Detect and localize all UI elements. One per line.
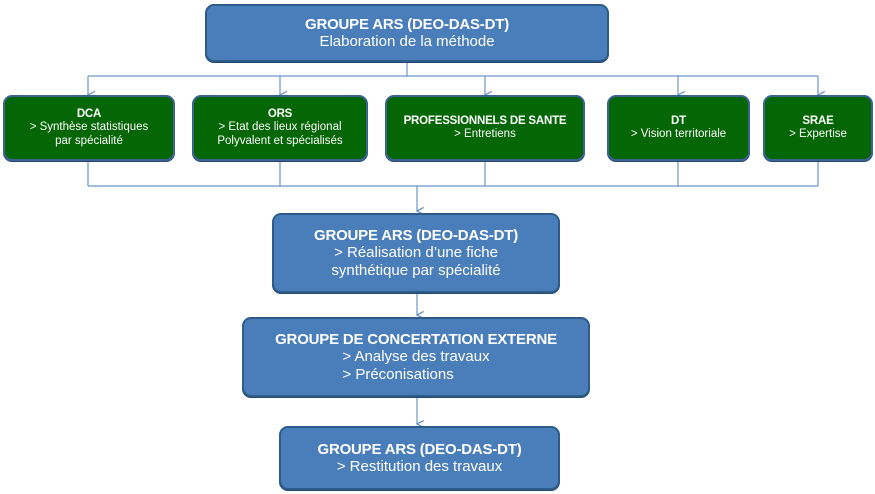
node-line: > Restitution des travaux: [336, 458, 503, 475]
node-line: Elaboration de la méthode: [319, 33, 495, 50]
node-line: > Vision territoriale: [630, 128, 727, 140]
node-line: par spécialité: [55, 134, 123, 147]
node-groupe-ars-fiche[interactable]: GROUPE ARS (DEO-DAS-DT) > Réalisation d’…: [272, 213, 560, 293]
node-groupe-ars-elaboration[interactable]: GROUPE ARS (DEO-DAS-DT) Elaboration de l…: [205, 4, 609, 62]
node-line: > Réalisation d’une fiche: [334, 244, 498, 262]
node-title: GROUPE ARS (DEO-DAS-DT): [304, 15, 509, 33]
node-dca[interactable]: DCA > Synthèse statistiques par spéciali…: [3, 95, 175, 161]
node-groupe-concertation-externe[interactable]: GROUPE DE CONCERTATION EXTERNE > Analyse…: [242, 317, 590, 397]
node-title: GROUPE ARS (DEO-DAS-DT): [313, 226, 518, 244]
node-professionnels-de-sante[interactable]: PROFESSIONNELS DE SANTE > Entretiens: [385, 95, 585, 161]
node-line: > Expertise: [789, 128, 847, 140]
node-line: > Analyse des travaux: [342, 348, 490, 366]
node-line: > Etat des lieux régional: [218, 121, 342, 134]
node-title: DT: [671, 114, 686, 127]
node-title: PROFESSIONNELS DE SANTE: [403, 114, 567, 127]
node-dt[interactable]: DT > Vision territoriale: [607, 95, 750, 161]
node-title: SRAE: [802, 114, 834, 127]
node-line: synthétique par spécialité: [331, 261, 501, 279]
node-title: ORS: [267, 108, 293, 120]
node-line: > Synthèse statistiques: [29, 121, 149, 134]
node-title: DCA: [76, 108, 102, 120]
node-line: Polyvalent et spécialisés: [217, 134, 343, 147]
node-title: GROUPE ARS (DEO-DAS-DT): [317, 440, 522, 458]
node-groupe-ars-restitution[interactable]: GROUPE ARS (DEO-DAS-DT) > Restitution de…: [279, 426, 560, 490]
node-ors[interactable]: ORS > Etat des lieux régional Polyvalent…: [192, 95, 368, 161]
node-srae[interactable]: SRAE > Expertise: [763, 95, 873, 161]
node-body: > Analyse des travaux > Préconisations: [342, 348, 489, 383]
node-title: GROUPE DE CONCERTATION EXTERNE: [275, 330, 557, 348]
node-line: > Entretiens: [454, 128, 516, 140]
node-line: > Préconisations: [342, 365, 454, 383]
